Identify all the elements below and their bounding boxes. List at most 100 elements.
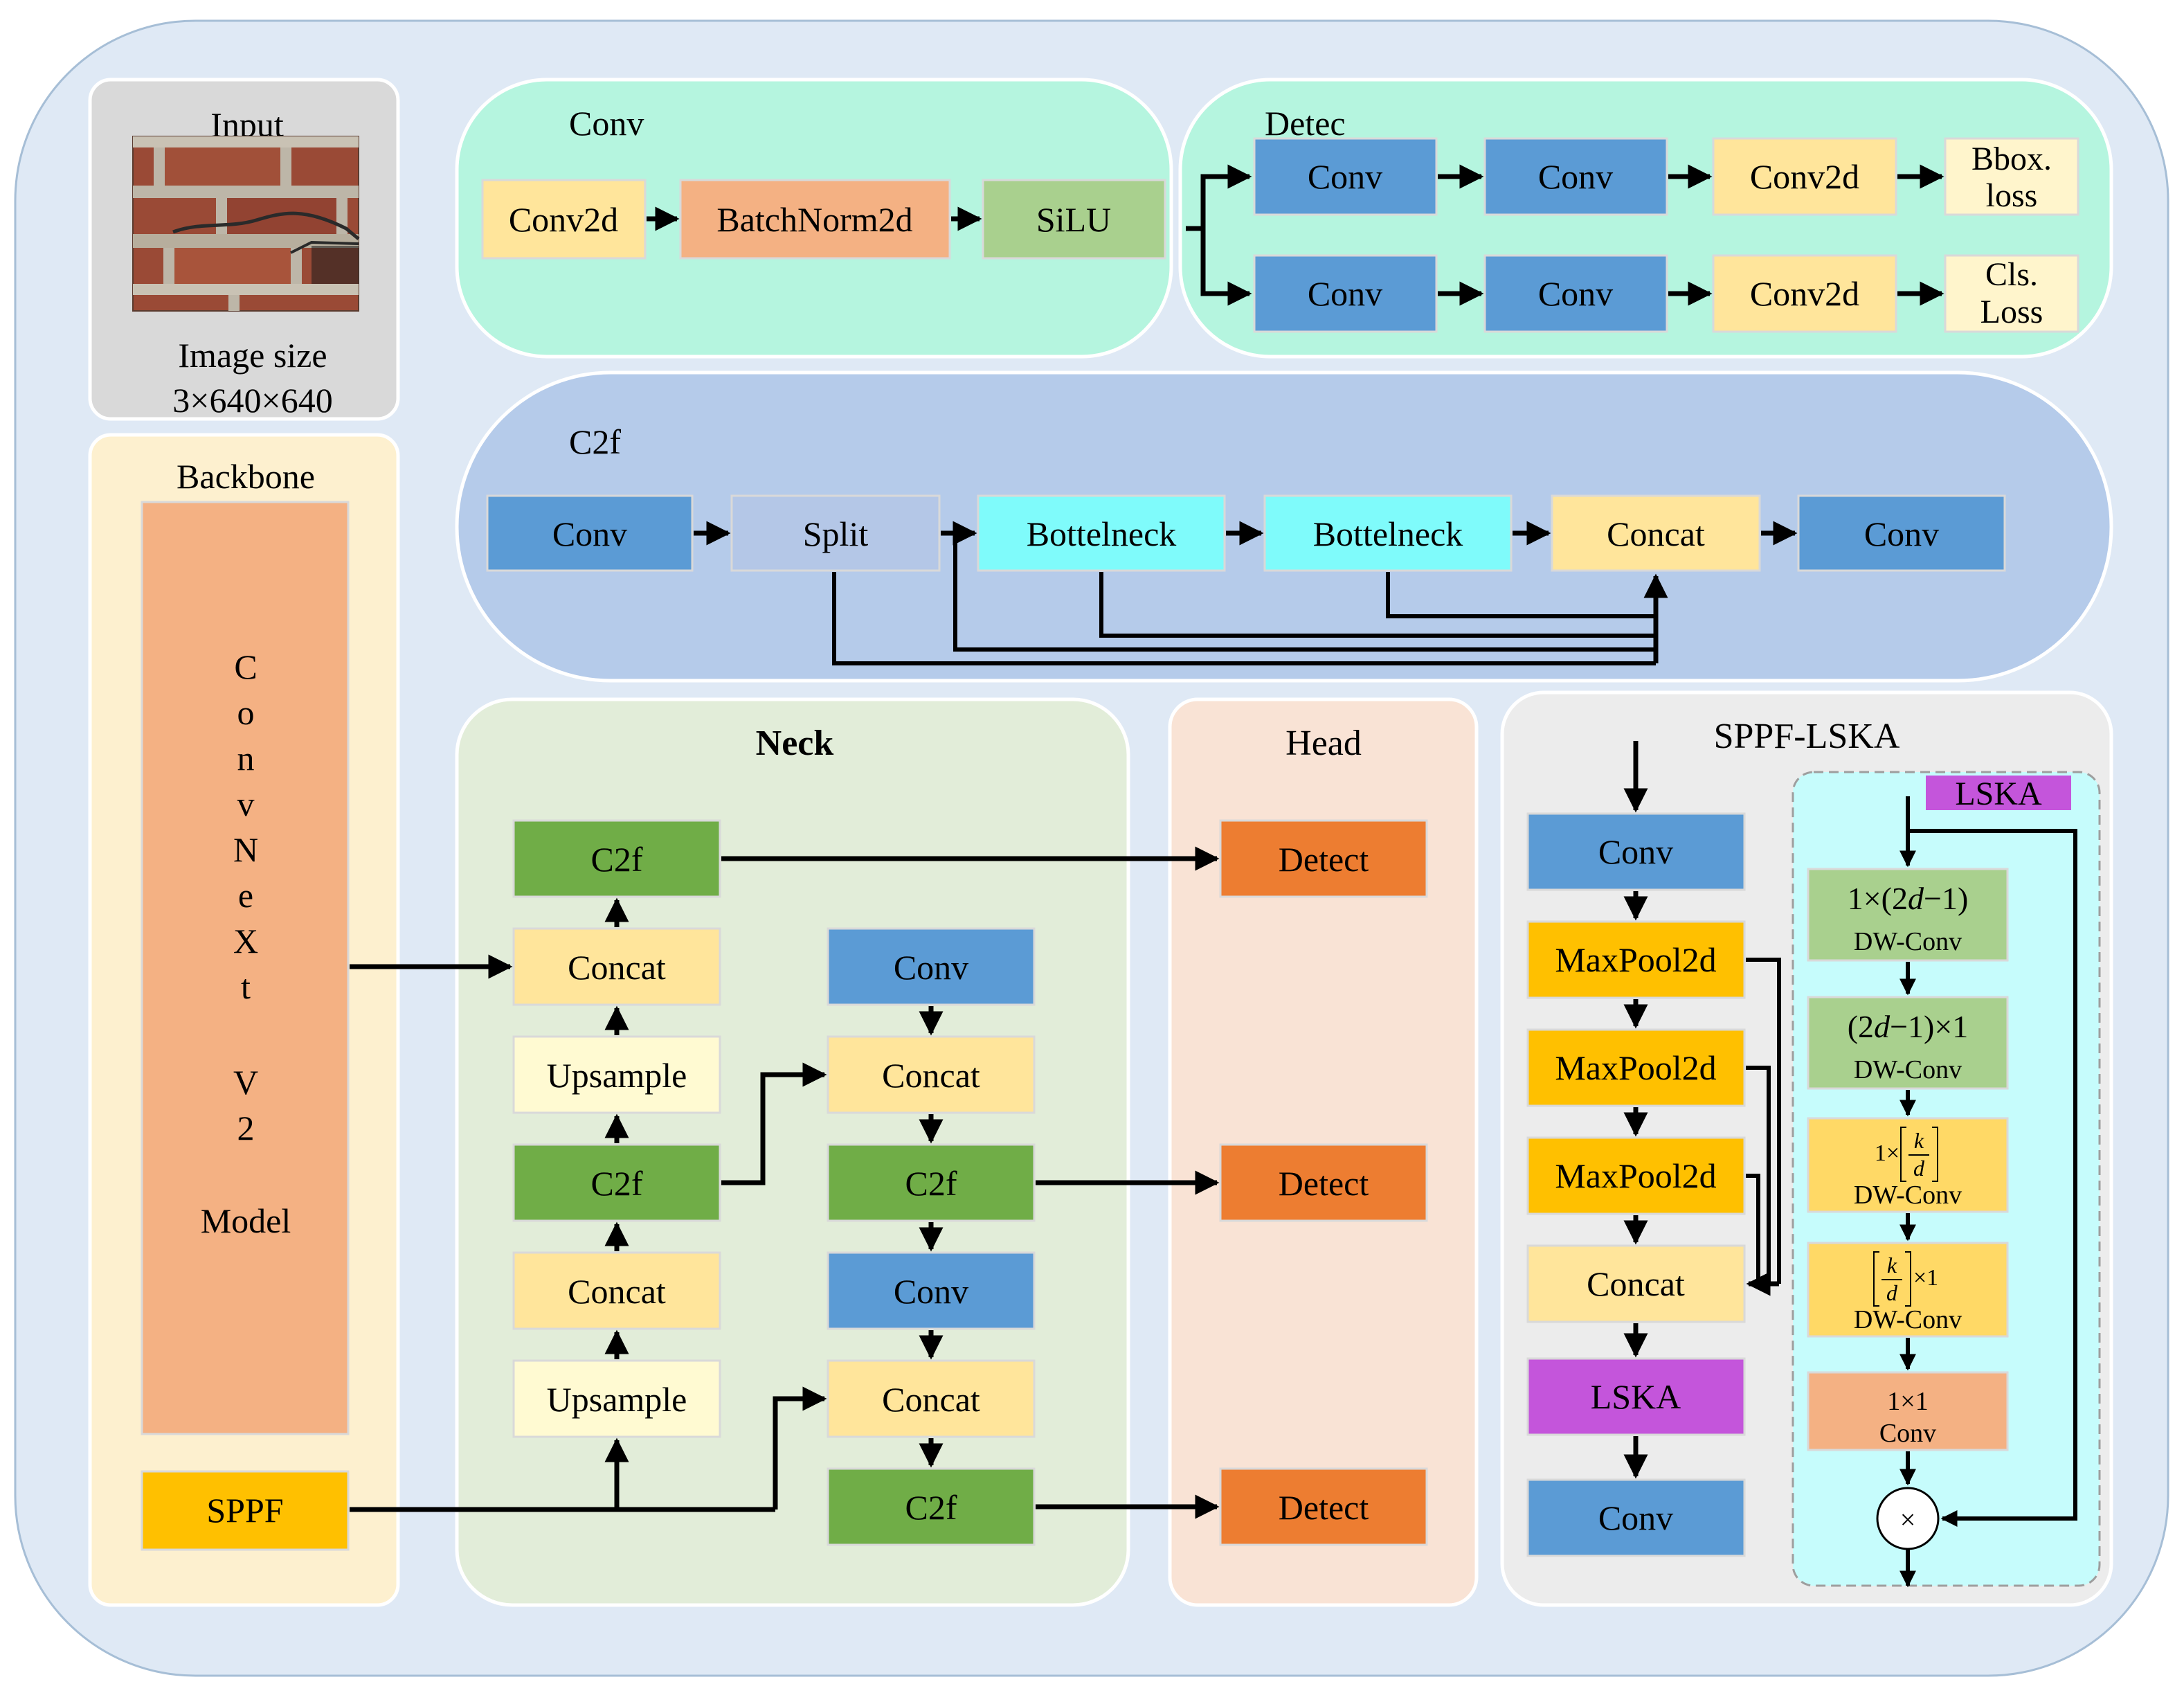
- sppf-lska-title: SPPF-LSKA: [1714, 717, 1900, 756]
- neck-conv-label: Conv: [894, 948, 968, 987]
- backbone-sppf-label: SPPF: [206, 1491, 283, 1530]
- kernel-d: d: [1886, 1280, 1898, 1305]
- sppf-conv-label: Conv: [1598, 1498, 1673, 1537]
- kernel-k: k: [1887, 1253, 1897, 1278]
- head-title: Head: [1285, 724, 1362, 763]
- detec-conv-label: Conv: [1538, 157, 1613, 196]
- neck-c2f-label: C2f: [905, 1488, 957, 1527]
- dw-conv-label: DW-Conv: [1854, 1055, 1962, 1084]
- convnext-letter: o: [237, 693, 255, 732]
- conv2d-block: [481, 179, 647, 260]
- detec-conv2d-block: [1712, 137, 1897, 216]
- detect-label: Detect: [1279, 1488, 1369, 1527]
- split-label: Split: [803, 514, 869, 553]
- bbox-loss-label: Bbox.: [1971, 141, 2052, 177]
- bottleneck-label: Bottelneck: [1313, 514, 1463, 553]
- detect-block: [1219, 1143, 1428, 1222]
- sppf-lska-block: [1526, 1357, 1746, 1436]
- c2f-conv-out-label: Conv: [1864, 514, 1939, 553]
- convnext-letter: n: [237, 739, 255, 778]
- backbone-title: Backbone: [177, 457, 315, 496]
- maxpool2d-label: MaxPool2d: [1555, 940, 1716, 979]
- input-size-value: 3×640×640: [172, 381, 332, 420]
- sppf-conv-label: Conv: [1598, 832, 1673, 871]
- convnext-model-word: Model: [201, 1201, 291, 1240]
- conv2d-label: Conv2d: [509, 200, 618, 239]
- detect-label: Detect: [1279, 840, 1369, 879]
- dw-conv-vertical-block: [1807, 996, 2009, 1090]
- dw-conv-label: DW-Conv: [1854, 1181, 1962, 1210]
- batchnorm2d-block: [679, 179, 951, 260]
- c2f-concat-label: Concat: [1607, 514, 1705, 553]
- neck-c2f-block: [827, 1467, 1036, 1546]
- detect-label: Detect: [1279, 1164, 1369, 1203]
- c2f-concat-block: [1551, 494, 1761, 572]
- neck-c2f-block: [512, 1143, 721, 1222]
- bottleneck-block: [977, 494, 1226, 572]
- detec-conv-block: [1483, 254, 1668, 333]
- head-panel: Head Detect Detect Detect: [1168, 697, 1479, 1607]
- silu-label: SiLU: [1036, 200, 1111, 239]
- convnext-letter: X: [233, 922, 258, 960]
- dw-conv-label: DW-Conv: [1854, 927, 1962, 956]
- neck-upsample-label: Upsample: [547, 1380, 687, 1419]
- pointwise-conv-kernel: 1×1: [1887, 1387, 1928, 1416]
- dw-conv-dilated-vertical-suffix: ×1: [1913, 1265, 1938, 1291]
- c2f-panel-title: C2f: [569, 422, 621, 461]
- silu-block: [982, 179, 1166, 260]
- neck-upsample-block: [512, 1359, 721, 1438]
- dw-conv-label: DW-Conv: [1854, 1305, 1962, 1334]
- maxpool2d-block: [1526, 920, 1746, 999]
- lska-title-block: [1926, 776, 2071, 810]
- input-size-label: Image size: [178, 336, 327, 375]
- batchnorm2d-label: BatchNorm2d: [716, 200, 912, 239]
- maxpool2d-label: MaxPool2d: [1555, 1156, 1716, 1195]
- dw-conv-dilated-vertical-block: [1807, 1242, 2009, 1338]
- neck-conv-block: [827, 1251, 1036, 1330]
- detec-conv-label: Conv: [1308, 157, 1382, 196]
- detec-conv2d-block: [1712, 254, 1897, 333]
- sppf-to-concat-arrow: [773, 1386, 827, 1510]
- detec-conv-label: Conv: [1538, 274, 1613, 313]
- bottleneck-block: [1263, 494, 1513, 572]
- neck-upsample-label: Upsample: [547, 1056, 687, 1095]
- bottleneck-label: Bottelneck: [1027, 514, 1177, 553]
- neck-conv-block: [827, 927, 1036, 1006]
- conv-panel: Conv Conv2d BatchNorm2d SiLU: [455, 78, 1173, 359]
- detect-block: [1219, 819, 1428, 898]
- convnext-v2-block: [141, 501, 350, 1435]
- neck-c2f-label: C2f: [591, 840, 643, 879]
- split-block: [730, 494, 941, 572]
- neck-conv-label: Conv: [894, 1272, 968, 1311]
- c2f-conv-in-block: [486, 494, 694, 572]
- neck-concat-label: Concat: [882, 1380, 980, 1419]
- detec-conv-block: [1253, 254, 1438, 333]
- convnext-letter: t: [241, 967, 251, 1006]
- detec-panel: Detec Conv Conv Conv2d Bbox. loss Conv C…: [1178, 78, 2113, 359]
- sppf-lska-label: LSKA: [1591, 1377, 1681, 1416]
- backbone-panel: Backbone C o n v N e X t V 2 Model SPPF: [88, 433, 400, 1607]
- dw-conv-dilated-horizontal-block: [1807, 1117, 2009, 1213]
- neck-concat-block: [512, 927, 721, 1006]
- neck-c2f-block: [512, 819, 721, 898]
- cls-loss-label: Loss: [1980, 294, 2043, 330]
- detec-panel-title: Detec: [1265, 104, 1346, 143]
- detec-conv-label: Conv: [1308, 274, 1382, 313]
- conv-panel-title: Conv: [569, 104, 644, 143]
- pointwise-conv-block: [1807, 1371, 2009, 1451]
- neck-c2f-block: [827, 1143, 1036, 1222]
- cls-loss-label: Cls.: [1985, 256, 2038, 293]
- convnext-letter: V: [233, 1063, 258, 1102]
- convnext-letter: v: [237, 785, 255, 823]
- multiply-symbol: ×: [1900, 1504, 1916, 1535]
- neck-upsample-block: [512, 1035, 721, 1114]
- bbox-loss-block: [1944, 137, 2079, 216]
- neck-concat-label: Concat: [882, 1056, 980, 1095]
- neck-concat-label: Concat: [568, 948, 666, 987]
- maxpool2d-label: MaxPool2d: [1555, 1048, 1716, 1087]
- maxpool2d-block: [1526, 1136, 1746, 1215]
- neck-concat-label: Concat: [568, 1272, 666, 1311]
- detec-conv2d-label: Conv2d: [1750, 157, 1859, 196]
